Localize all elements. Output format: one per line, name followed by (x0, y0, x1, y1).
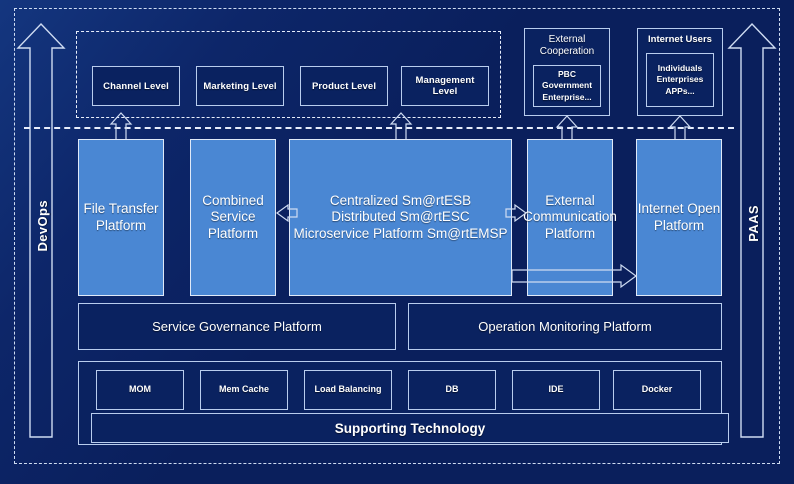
tech-label: Mem Cache (218, 384, 270, 395)
level-label: Management Level (415, 75, 475, 97)
platform-label: Internet Open Platform (637, 201, 721, 233)
platform-line-esb: Centralized Sm@rtESB (329, 192, 472, 208)
platform-centralized-esb[interactable]: Centralized Sm@rtESB Distributed Sm@rtES… (289, 139, 512, 296)
platform-label: Combined Service Platform (202, 192, 264, 241)
external-cooperation-title: External Cooperation (539, 34, 595, 58)
level-box-channel[interactable]: Channel Level (92, 66, 180, 106)
tech-label: MOM (129, 384, 151, 395)
level-label: Channel Level (103, 80, 169, 92)
internet-users-title: Internet Users (648, 34, 712, 45)
platform-line-emsp: Microservice Platform Sm@rtEMSP (293, 225, 508, 241)
platform-combined-service[interactable]: Combined Service Platform (190, 139, 276, 296)
external-cooperation-inner: PBC Government Enterprise... (533, 65, 601, 107)
level-box-management[interactable]: Management Level (401, 66, 489, 106)
platform-label: External Communication Platform (523, 192, 617, 241)
tech-label: DB (445, 384, 459, 395)
platform-line-esc: Distributed Sm@rtESC (331, 209, 470, 225)
middleware-label: Service Governance Platform (152, 319, 322, 334)
level-box-product[interactable]: Product Level (300, 66, 388, 106)
consumer-levels-group (76, 31, 501, 118)
operation-monitoring-platform[interactable]: Operation Monitoring Platform (408, 303, 722, 350)
tech-label: Docker (641, 384, 673, 395)
tech-box-ide[interactable]: IDE (512, 370, 600, 410)
tech-box-mem-cache[interactable]: Mem Cache (200, 370, 288, 410)
tech-box-db[interactable]: DB (408, 370, 496, 410)
tech-label: IDE (548, 384, 564, 395)
level-box-marketing[interactable]: Marketing Level (196, 66, 284, 106)
outer-dashed-frame (14, 8, 780, 464)
layer-separator-dashed (24, 127, 734, 129)
supporting-technology-label: Supporting Technology (334, 420, 486, 436)
supporting-technology-banner[interactable]: Supporting Technology (91, 413, 729, 443)
level-label: Marketing Level (203, 80, 277, 92)
platform-internet-open[interactable]: Internet Open Platform (636, 139, 722, 296)
tech-box-mom[interactable]: MOM (96, 370, 184, 410)
external-cooperation-group[interactable]: External Cooperation PBC Government Ente… (524, 28, 610, 116)
middleware-label: Operation Monitoring Platform (478, 319, 652, 334)
platform-label: File Transfer Platform (83, 201, 159, 233)
platform-file-transfer[interactable]: File Transfer Platform (78, 139, 164, 296)
tech-box-load-balancing[interactable]: Load Balancing (304, 370, 392, 410)
internet-users-inner: Individuals Enterprises APPs... (646, 53, 714, 107)
tech-label: Load Balancing (314, 384, 382, 395)
tech-box-docker[interactable]: Docker (613, 370, 701, 410)
service-governance-platform[interactable]: Service Governance Platform (78, 303, 396, 350)
level-label: Product Level (311, 80, 377, 92)
